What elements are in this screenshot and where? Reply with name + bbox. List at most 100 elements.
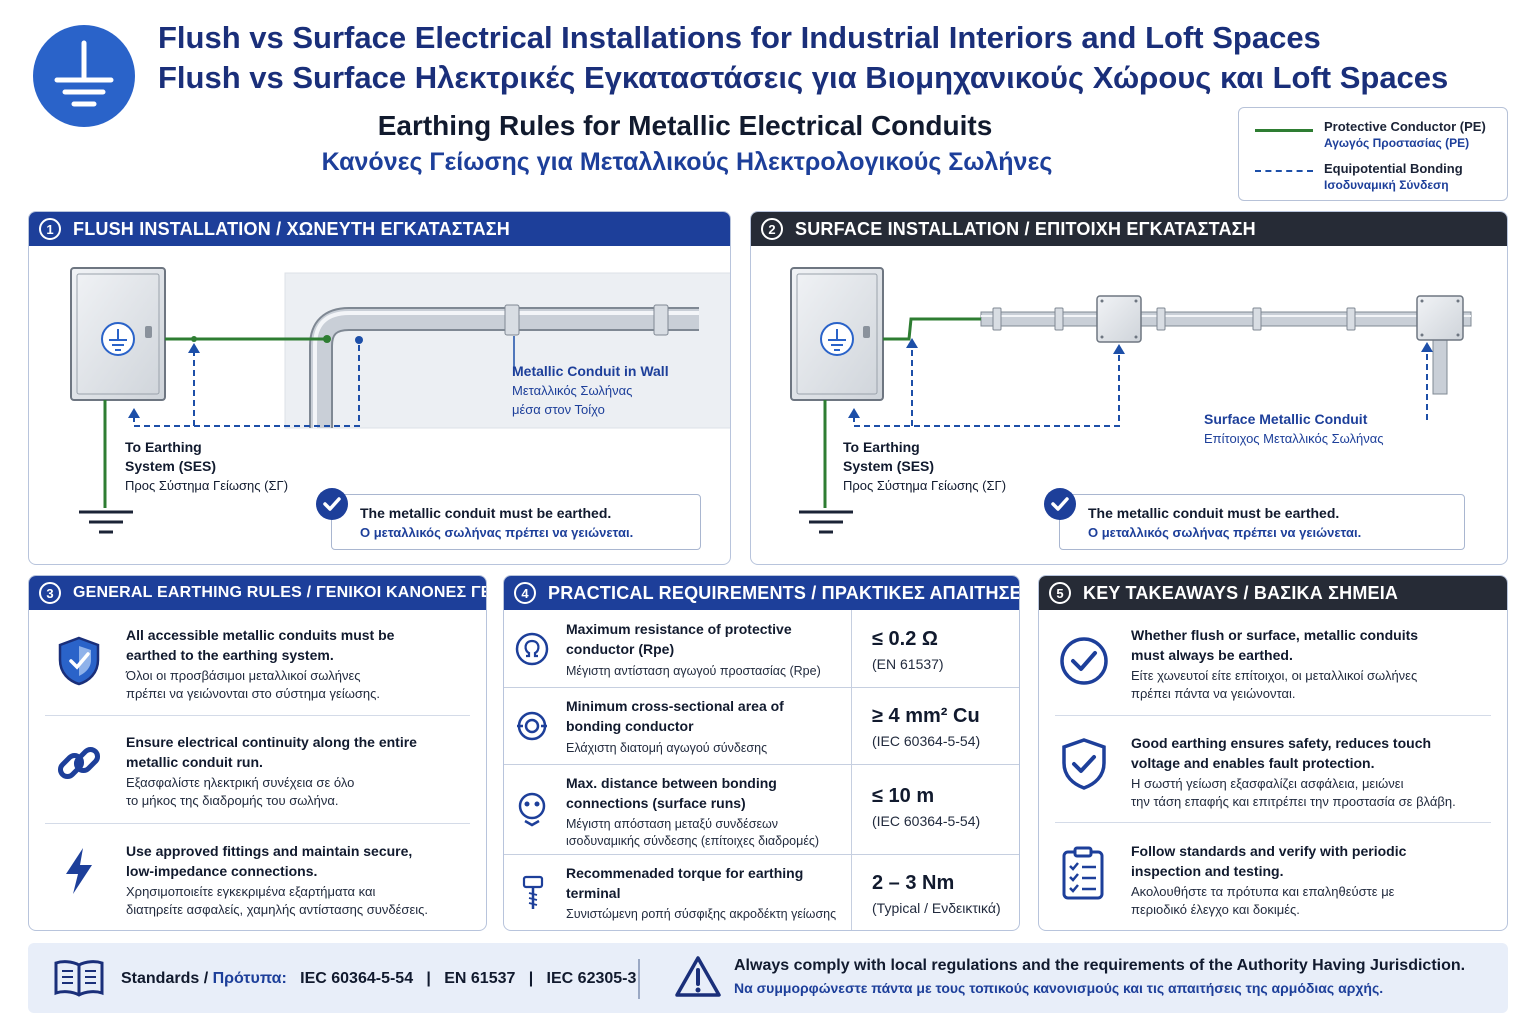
surface-conduit-label-en: Surface Metallic Conduit: [1204, 411, 1368, 427]
row-divider: [504, 764, 1019, 765]
earthing-label-en2: System (SES): [125, 458, 217, 474]
earthing-label-gr: Προς Σύστημα Γείωσης (ΣΓ): [843, 478, 1007, 493]
rule-text-en2: earthed to the earthing system.: [126, 647, 334, 663]
legend-pe-line: [1255, 129, 1313, 132]
earthing-label-gr: Προς Σύστημα Γείωσης (ΣΓ): [125, 478, 289, 493]
requirement-standard: (IEC 60364-5-54): [872, 733, 981, 749]
requirement-text-gr2: ισοδυναμικής σύνδεσης (επίτοιχες διαδρομ…: [566, 834, 820, 848]
earthing-label-en1: To Earthing: [125, 439, 202, 455]
key-takeaways-panel: 5 KEY TAKEAWAYS / ΒΑΣΙΚΑ ΣΗΜΕΙΑ Whether …: [1038, 575, 1508, 931]
takeaway-text-en2: voltage and enables fault protection.: [1131, 755, 1375, 771]
takeaway-text-gr2: την τάση επαφής και επιτρέπει την προστα…: [1131, 794, 1456, 809]
torque-terminal-icon: [522, 875, 544, 909]
check-note-en: The metallic conduit must be earthed.: [1088, 505, 1340, 521]
flush-diagram: [70, 267, 730, 534]
requirement-value: 2 – 3 Nm: [872, 872, 955, 894]
shield-icon: [58, 636, 100, 686]
takeaway-item: Whether flush or surface, metallic condu…: [1039, 622, 1507, 714]
earthing-label-en1: To Earthing: [843, 439, 920, 455]
standards-line: Standards / Πρότυπα: IEC 60364-5-54 | EN…: [121, 970, 636, 988]
divider: [1055, 822, 1491, 823]
requirements-panel-header: 4 PRACTICAL REQUIREMENTS / ΠΡΑΚΤΙΚΕΣ ΑΠΑ…: [504, 576, 1019, 610]
warning-text-en: Always comply with local regulations and…: [734, 957, 1466, 974]
conduit-coupling: [504, 304, 520, 336]
rules-panel-title: GENERAL EARTHING RULES / ΓΕΝΙΚΟΙ ΚΑΝΟΝΕΣ…: [73, 584, 486, 601]
rule-text-en1: Use approved fittings and maintain secur…: [126, 843, 413, 859]
divider: [1055, 715, 1491, 716]
rule-text-gr2: πρέπει να γειώνονται στο σύστημα γείωσης…: [126, 686, 381, 701]
conduit-label-gr2: μέσα στον Τοίχο: [512, 402, 605, 417]
section-number: 4: [514, 582, 536, 604]
requirement-text-en1: Maximum resistance of protective: [566, 621, 792, 637]
rule-text-gr1: Εξασφαλίστε ηλεκτρική συνέχεια σε όλο: [126, 775, 355, 790]
surface-panel-title: SURFACE INSTALLATION / ΕΠΙΤΟΙΧΗ ΕΓΚΑΤΑΣΤ…: [795, 218, 1256, 239]
standards-label-gr: Πρότυπα:: [212, 970, 287, 987]
warning-text-gr: Να συμμορφώνεστε πάντα με τους τοπικούς …: [734, 980, 1384, 996]
conduit-clip: [1054, 307, 1064, 331]
divider: [45, 715, 470, 716]
flush-panel-header: 1 FLUSH INSTALLATION / ΧΩΝΕΥΤΗ ΕΓΚΑΤΑΣΤΑ…: [29, 212, 730, 246]
surface-installation-panel: 2 SURFACE INSTALLATION / ΕΠΙΤΟΙΧΗ ΕΓΚΑΤΑ…: [750, 211, 1508, 565]
legend-bonding-line: [1255, 170, 1313, 172]
ohm-icon: [515, 632, 549, 666]
takeaway-text-gr2: περιοδικό έλεγχο και δοκιμές.: [1131, 902, 1300, 917]
section-number: 2: [761, 218, 783, 240]
flush-installation-panel: 1 FLUSH INSTALLATION / ΧΩΝΕΥΤΗ ΕΓΚΑΤΑΣΤΑ…: [28, 211, 731, 565]
section-number: 1: [39, 218, 61, 240]
footer-bar: Standards / Πρότυπα: IEC 60364-5-54 | EN…: [28, 943, 1508, 1013]
takeaway-text-gr1: Είτε χωνευτοί είτε επίτοιχοι, οι μεταλλι…: [1131, 668, 1418, 683]
earthing-label-en2: System (SES): [843, 458, 935, 474]
requirement-text-en2: connections (surface runs): [566, 795, 746, 811]
surface-panel-header: 2 SURFACE INSTALLATION / ΕΠΙΤΟΙΧΗ ΕΓΚΑΤΑ…: [751, 212, 1507, 246]
takeaway-text-en2: must always be earthed.: [1131, 647, 1293, 663]
rule-item: All accessible metallic conduits must be…: [29, 622, 486, 714]
takeaway-text-en2: inspection and testing.: [1131, 863, 1284, 879]
shield-check-icon: [1062, 738, 1106, 790]
conduit-label-gr1: Μεταλλικός Σωλήνας: [512, 383, 633, 398]
bonding-line: [853, 352, 1120, 427]
requirement-row: Recommenaded torque for earthing termina…: [504, 855, 1019, 930]
rule-text-gr2: το μήκος της διαδρομής του σωλήνα.: [126, 793, 339, 808]
takeaway-text-en1: Good earthing ensures safety, reduces to…: [1131, 735, 1432, 751]
conduit-clip: [992, 307, 1002, 331]
warning-triangle-icon: [675, 956, 721, 997]
takeaways-panel-title: KEY TAKEAWAYS / ΒΑΣΙΚΑ ΣΗΜΕΙΑ: [1083, 582, 1399, 603]
rule-text-gr1: Όλοι οι προσβάσιμοι μεταλλικοί σωλήνες: [126, 668, 361, 683]
practical-requirements-panel: 4 PRACTICAL REQUIREMENTS / ΠΡΑΚΤΙΚΕΣ ΑΠΑ…: [503, 575, 1020, 931]
standards-label-en: Standards /: [121, 970, 213, 987]
check-icon: [1044, 488, 1076, 520]
requirement-text-en2: terminal: [566, 885, 621, 901]
check-note-gr: Ο μεταλλικός σωλήνας πρέπει να γειώνεται…: [360, 525, 634, 540]
requirements-panel-title: PRACTICAL REQUIREMENTS / ΠΡΑΚΤΙΚΕΣ ΑΠΑΙΤ…: [548, 582, 1020, 603]
rule-text-gr2: διατηρείτε ασφαλείς, χαμηλής αντίστασης …: [126, 902, 429, 917]
bonding-connector-icon: [517, 711, 547, 741]
takeaway-text-gr1: Η σωστή γείωση εξασφαλίζει ασφάλεια, μει…: [1131, 776, 1404, 791]
legend-pe-label-greek: Αγωγός Προστασίας (PE): [1324, 136, 1470, 150]
conduit-clip: [1252, 307, 1262, 331]
legend-bonding-label-greek: Ισοδυναμική Σύνδεση: [1324, 178, 1449, 192]
row-divider: [504, 854, 1019, 855]
takeaway-text-en1: Whether flush or surface, metallic condu…: [1131, 627, 1419, 643]
rule-text-en1: All accessible metallic conduits must be: [126, 627, 395, 643]
row-divider: [504, 687, 1019, 688]
junction-box: [1416, 295, 1464, 341]
requirement-standard: (IEC 60364-5-54): [872, 813, 981, 829]
takeaway-text-en1: Follow standards and verify with periodi…: [1131, 843, 1407, 859]
conduit-label-en: Metallic Conduit in Wall: [512, 363, 669, 379]
rule-item: Use approved fittings and maintain secur…: [29, 838, 486, 930]
open-book-icon: [54, 960, 104, 997]
requirement-value: ≥ 4 mm² Cu: [872, 705, 980, 727]
flush-panel-title: FLUSH INSTALLATION / ΧΩΝΕΥΤΗ ΕΓΚΑΤΑΣΤΑΣΗ: [73, 218, 511, 239]
conduit-coupling: [653, 304, 669, 336]
distance-connector-icon: [518, 792, 546, 827]
surface-conduit-label: Surface Metallic Conduit Επίτοιχος Μεταλ…: [1204, 410, 1384, 448]
legend: Protective Conductor (PE) Αγωγός Προστασ…: [1238, 107, 1508, 201]
footer-divider: [638, 959, 640, 999]
check-icon: [316, 488, 348, 520]
page-subtitle: Earthing Rules for Metallic Electrical C…: [377, 110, 993, 141]
junction-box: [1096, 295, 1142, 343]
requirement-standard: (Typical / Ενδεικτικά): [872, 900, 1001, 916]
takeaway-item: Good earthing ensures safety, reduces to…: [1039, 730, 1507, 822]
requirement-text-gr1: Μέγιστη απόσταση μεταξύ συνδέσεων: [566, 817, 779, 831]
table-divider: [851, 610, 852, 930]
